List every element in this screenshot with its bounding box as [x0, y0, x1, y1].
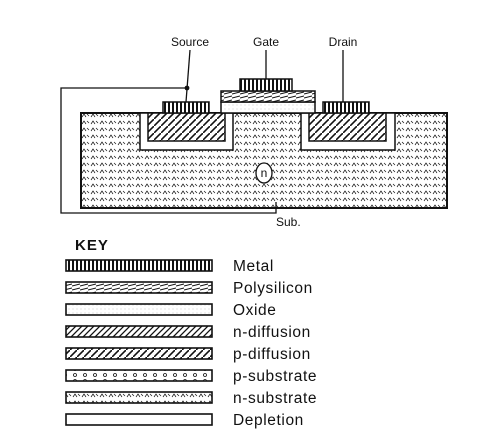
key-swatch-polysilicon: [65, 281, 213, 294]
key-item-n-substrate: n-substrate: [65, 390, 317, 407]
key-swatch-n-diffusion: [65, 325, 213, 338]
n-type-marker-label: n: [261, 166, 268, 180]
key-swatch-p-diffusion: [65, 347, 213, 360]
drain-label: Drain: [329, 35, 358, 49]
key-label-oxide: Oxide: [233, 302, 277, 319]
gate-label: Gate: [253, 35, 279, 49]
key-item-metal: Metal: [65, 258, 274, 275]
key-label-n-diffusion: n-diffusion: [233, 324, 311, 341]
key-swatch-n-substrate: [65, 391, 213, 404]
key-item-p-substrate: p-substrate: [65, 368, 317, 385]
key-swatch-p-substrate: [65, 369, 213, 382]
key-label-p-substrate: p-substrate: [233, 368, 317, 385]
key-label-n-substrate: n-substrate: [233, 390, 317, 407]
key-item-p-diffusion: p-diffusion: [65, 346, 311, 363]
substrate-tie-wire: [60, 87, 277, 214]
key-label-metal: Metal: [233, 258, 274, 275]
cross-section: Source Gate Drain Sub. n: [60, 35, 448, 229]
key-item-oxide: Oxide: [65, 302, 277, 319]
key-swatch-depletion: [65, 413, 213, 426]
key-label-depletion: Depletion: [233, 412, 304, 429]
source-label: Source: [171, 35, 209, 49]
source-p-diffusion: [147, 112, 226, 142]
gate-metal-contact: [239, 78, 293, 92]
gate-polysilicon: [220, 90, 316, 103]
key-title: KEY: [75, 237, 109, 254]
source-wire: [185, 49, 191, 103]
key-swatch-metal: [65, 259, 213, 272]
source-metal-contact: [162, 101, 210, 114]
n-type-marker: [255, 162, 273, 184]
key-item-n-diffusion: n-diffusion: [65, 324, 311, 341]
drain-p-diffusion: [308, 112, 387, 142]
key-swatch-oxide: [65, 303, 213, 316]
gate-oxide: [220, 101, 316, 114]
key-label-p-diffusion: p-diffusion: [233, 346, 311, 363]
key-item-depletion: Depletion: [65, 412, 304, 429]
key-label-polysilicon: Polysilicon: [233, 280, 313, 297]
substrate-label: Sub.: [276, 215, 301, 229]
key-item-polysilicon: Polysilicon: [65, 280, 313, 297]
drain-metal-contact: [322, 101, 370, 114]
